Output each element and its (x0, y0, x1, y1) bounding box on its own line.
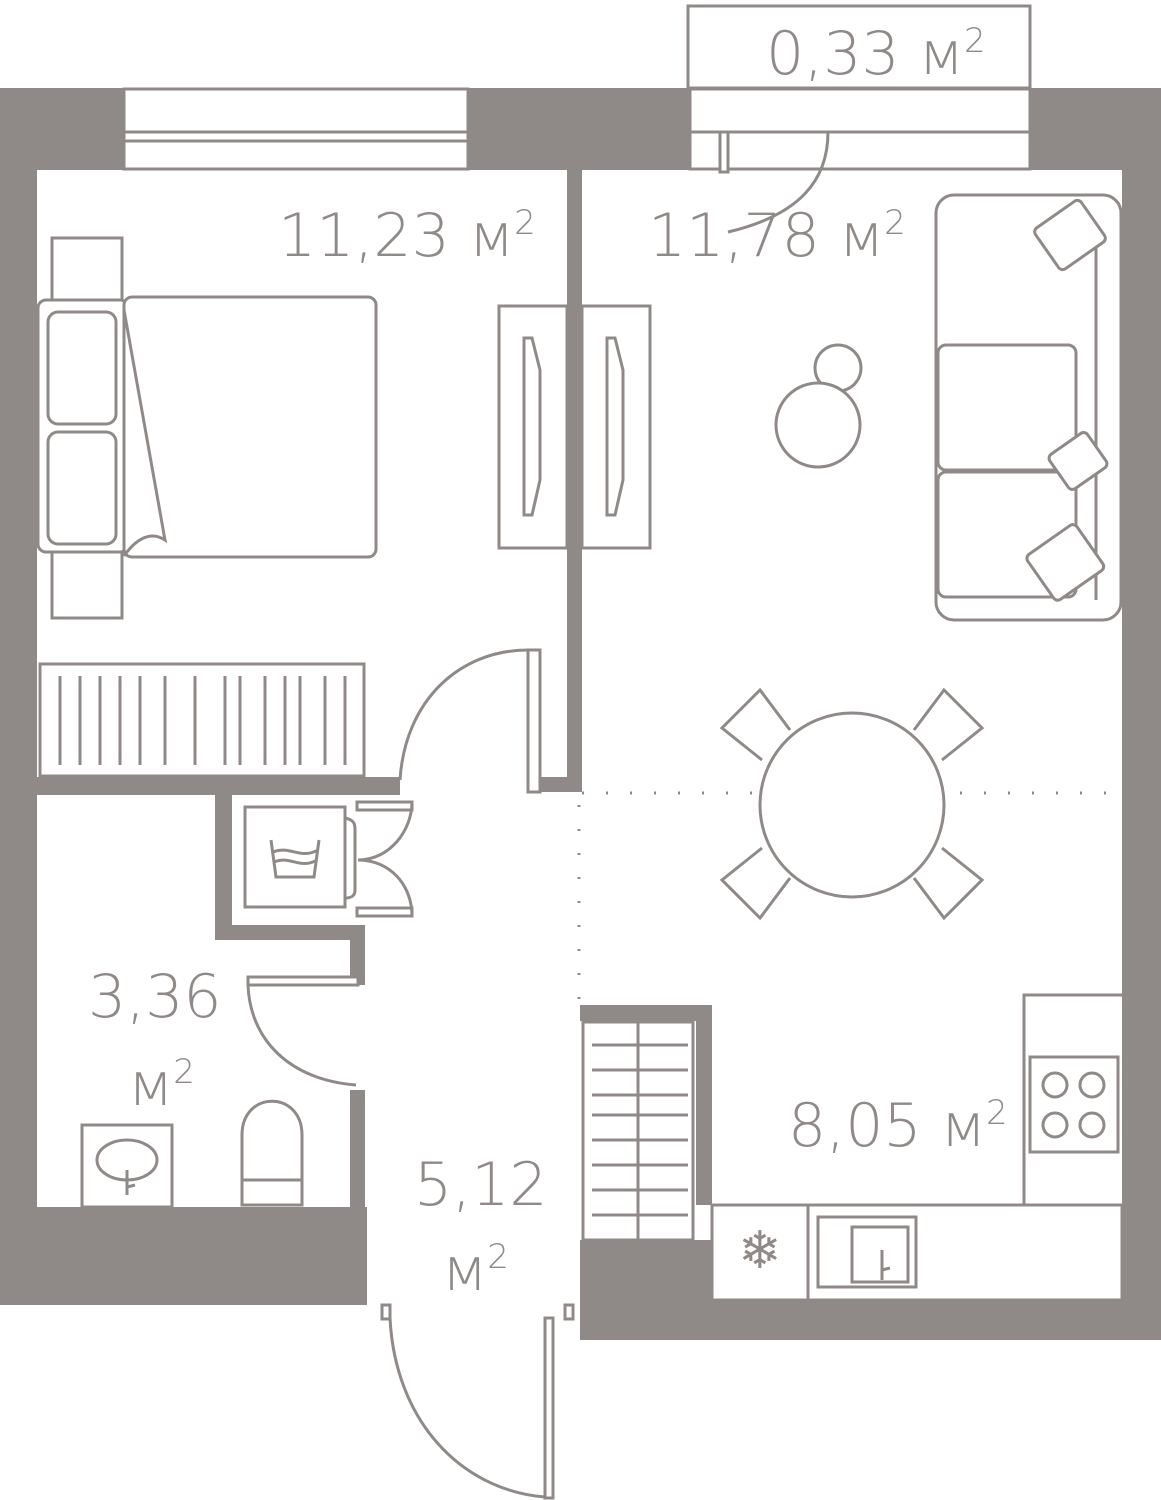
door-bathroom[interactable] (246, 975, 360, 1087)
area-label-hallway: 5,12 (414, 1150, 548, 1220)
coffee-table (774, 343, 863, 469)
door-laundry[interactable] (355, 800, 414, 918)
sink-bathroom (80, 1123, 174, 1209)
area-label-living: 11,78 м2 (648, 201, 906, 271)
kitchen-counter (710, 993, 1124, 1302)
door-entrance[interactable] (380, 1303, 575, 1500)
washing-machine (243, 805, 357, 909)
window-living (688, 87, 1032, 234)
area-label-bedroom: 11,23 м2 (278, 201, 536, 271)
fridge-snowflake-icon: ❄ (738, 1221, 782, 1281)
sofa (934, 193, 1123, 622)
walls (0, 88, 1161, 1340)
wardrobe-living (580, 304, 652, 550)
toilet (240, 1099, 304, 1207)
radiator-bedroom (38, 662, 366, 778)
area-label-hallway-unit: м2 (442, 1235, 509, 1305)
window-bedroom (122, 87, 470, 171)
area-label-balcony: 0,33 м2 (766, 19, 986, 89)
bed (36, 236, 378, 620)
kitchen-shelf (581, 1020, 695, 1242)
area-label-bathroom-unit: м2 (128, 1050, 195, 1120)
sink-kitchen (816, 1215, 918, 1289)
area-label-bathroom: 3,36 (88, 962, 222, 1032)
door-bedroom[interactable] (398, 648, 542, 794)
wardrobe-bedroom (497, 304, 569, 550)
area-label-kitchen: 8,05 м2 (788, 1091, 1008, 1161)
dining-table (719, 687, 985, 921)
